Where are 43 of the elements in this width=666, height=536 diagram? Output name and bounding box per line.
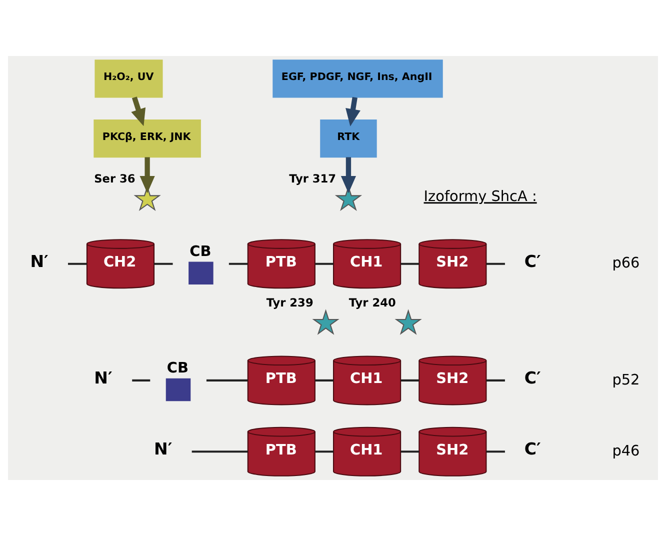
connector: [315, 379, 334, 382]
node-star: [394, 309, 422, 335]
connector: [206, 379, 248, 382]
node-text: C′: [524, 440, 541, 459]
connector: [315, 262, 334, 265]
connector: [400, 450, 420, 453]
connector: [486, 262, 505, 265]
node-text: C′: [524, 368, 541, 388]
connector: [486, 450, 505, 453]
arrow: [346, 96, 360, 126]
connector: [192, 450, 248, 453]
node-label: CB: [190, 244, 212, 260]
connector: [400, 379, 420, 382]
label: Izoformy ShcA :: [424, 189, 537, 206]
label: p66: [612, 256, 640, 272]
connector: [315, 450, 334, 453]
node-box: [166, 378, 191, 402]
label: p46: [612, 443, 640, 460]
connector: [486, 379, 505, 382]
node-label: Tyr 240: [348, 295, 396, 310]
node-text: N′: [94, 368, 112, 388]
connector: [132, 379, 150, 382]
arrow: [131, 96, 146, 126]
node-box: EGF, PDGF, NGF, Ins, AngII: [272, 60, 443, 98]
node-label: CB: [166, 360, 189, 376]
connector: [154, 262, 173, 265]
connector: [228, 262, 248, 265]
connector: [68, 262, 87, 265]
node-star: [312, 309, 340, 335]
node-box: PKCβ, ERK, JNK: [94, 119, 201, 158]
node-box: RTK: [320, 119, 377, 158]
node-label: Ser 36: [94, 172, 136, 186]
label: p52: [612, 372, 640, 388]
connector: [400, 262, 420, 265]
node-text: N′: [154, 440, 172, 459]
arrow: [140, 157, 155, 194]
node-text: C′: [524, 252, 541, 271]
node-label: Tyr 239: [266, 295, 314, 310]
node-label: Tyr 317: [289, 172, 336, 186]
node-text: N′: [30, 252, 48, 271]
arrow: [340, 157, 356, 194]
node-box: [188, 262, 214, 284]
node-box: H₂O₂, UV: [94, 60, 163, 98]
